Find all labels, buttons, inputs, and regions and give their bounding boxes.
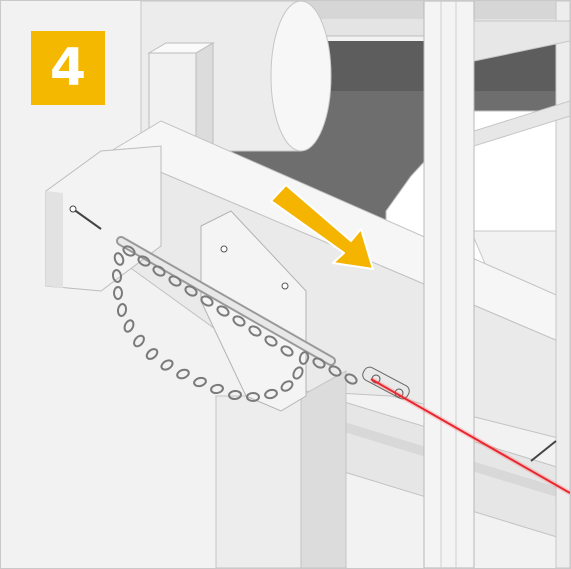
- safety-chain: [111, 245, 358, 402]
- pin-head: [69, 205, 77, 213]
- mounting-hole: [220, 245, 228, 253]
- end-plate-edge: [46, 191, 63, 288]
- vertical-leg: [215, 395, 302, 568]
- vertical-leg-side: [300, 370, 347, 568]
- right-upright: [555, 1, 570, 568]
- laser-glow: [369, 376, 570, 496]
- vertical-post: [423, 1, 475, 568]
- cross-rail: [473, 100, 570, 147]
- pin: [530, 440, 557, 462]
- laser-line: [370, 378, 570, 494]
- roller-end: [270, 1, 332, 152]
- mounting-hole: [281, 282, 289, 290]
- step-number-badge: 4: [31, 31, 105, 105]
- cross-rail: [473, 20, 570, 62]
- pin: [72, 208, 102, 230]
- arrow-right-down-icon: [270, 184, 374, 270]
- tension-rod-highlight: [118, 238, 334, 364]
